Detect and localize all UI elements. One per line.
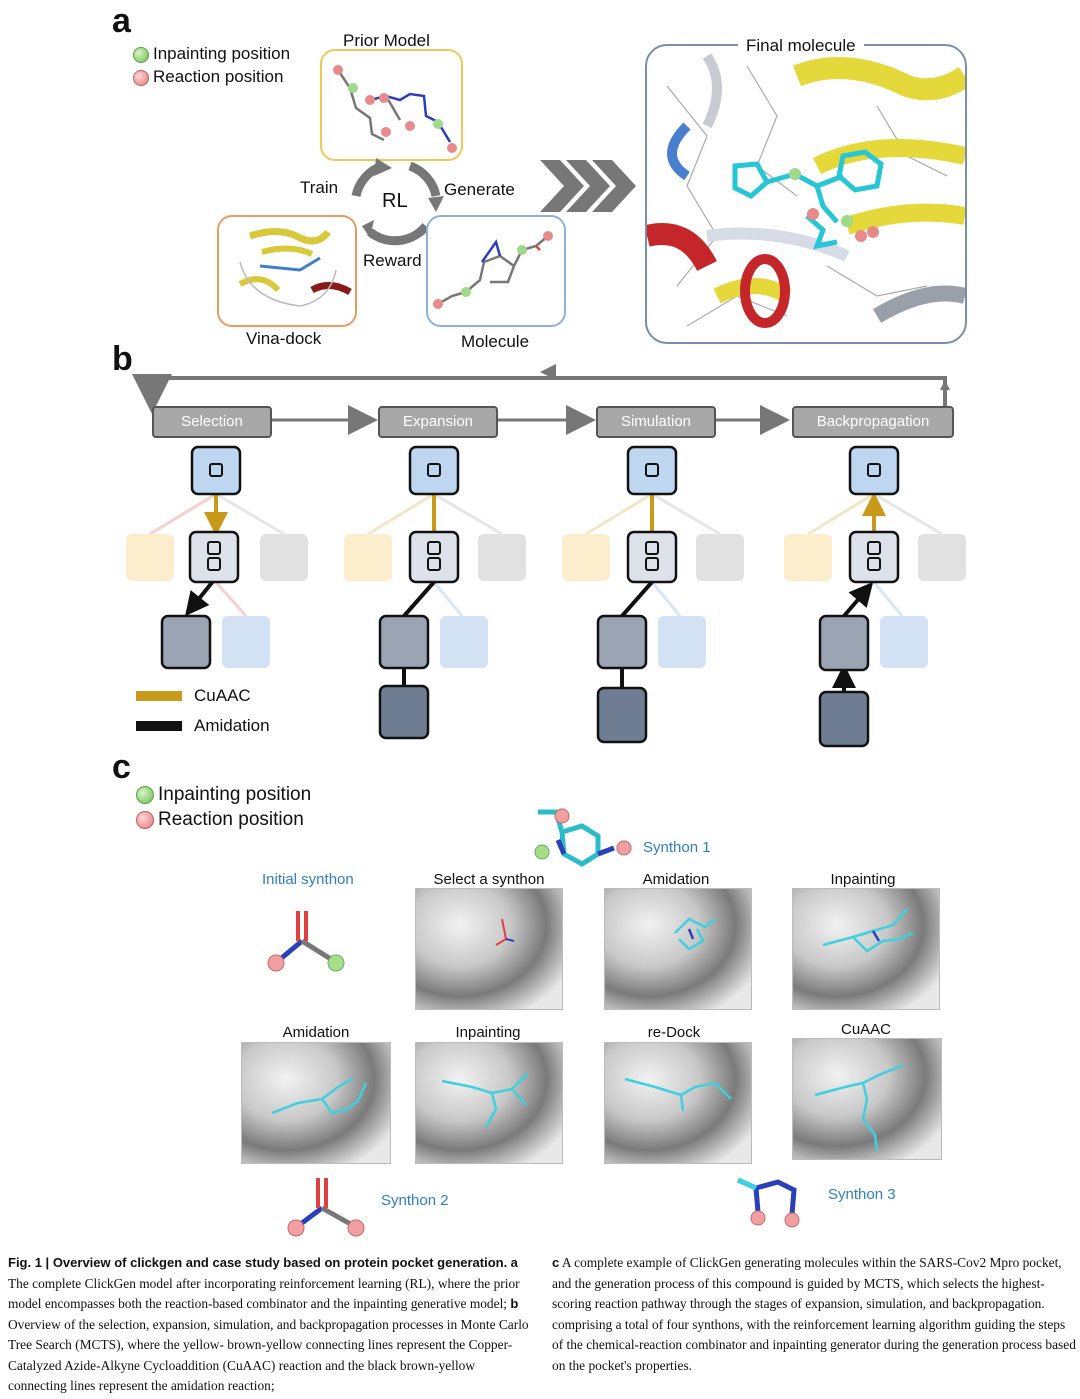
final-molecule-render: [647, 53, 965, 328]
stage-simulation: Simulation: [596, 406, 716, 438]
vina-dock-box: [217, 215, 357, 327]
initial-synthon-label: Initial synthon: [262, 871, 354, 888]
green-dot-icon: [136, 785, 154, 804]
mcts-diagram: [126, 364, 966, 748]
red-dot-icon: [133, 69, 149, 86]
synthon2-molecule-icon: [287, 1178, 365, 1237]
step-inpainting-2-label: Inpainting: [455, 1024, 521, 1041]
final-molecule-box: [645, 44, 967, 344]
legend-inpainting-label: Inpainting position: [153, 44, 291, 63]
panel-a-diagram: [217, 49, 636, 327]
synthon1-molecule-icon: [534, 808, 632, 867]
legend-amidation: Amidation: [194, 716, 270, 735]
step-cuaac-label: CuAAC: [840, 1021, 892, 1038]
synthon3-molecule-icon: [736, 1177, 800, 1228]
legend-reaction-label: Reaction position: [153, 67, 284, 86]
pocket-image-select: [415, 888, 563, 1010]
panel-b-letter: b: [112, 340, 133, 378]
molecule-box: [426, 215, 566, 327]
c-legend-reaction-label: Reaction position: [158, 809, 304, 830]
train-label: Train: [300, 178, 339, 197]
generate-label: Generate: [444, 180, 515, 199]
pocket-image-inpainting-1: [792, 888, 940, 1010]
stage-selection: Selection: [152, 406, 272, 438]
stage-backpropagation: Backpropagation: [792, 406, 954, 438]
protein-ribbon-icon: [238, 228, 352, 307]
final-molecule-title: Final molecule: [738, 36, 864, 56]
tree-selection: [126, 445, 308, 670]
caption-c-text: A complete example of ClickGen generatin…: [552, 1255, 1076, 1373]
rl-label: RL: [382, 190, 408, 212]
c-legend-inpainting: Inpainting position: [136, 784, 311, 806]
caption-a-label: a: [510, 1255, 518, 1270]
tree-simulation: [562, 445, 744, 744]
step-select-synthon-label: Select a synthon: [433, 871, 545, 888]
panel-a-letter: a: [112, 2, 131, 40]
legend-cuaac: CuAAC: [194, 686, 251, 705]
green-dot-icon: [133, 46, 149, 63]
step-amidation-2-label: Amidation: [282, 1024, 350, 1041]
pocket-image-cuaac: [792, 1038, 942, 1160]
c-legend-reaction: Reaction position: [136, 809, 304, 831]
vina-dock-label: Vina-dock: [246, 329, 322, 348]
chevron-arrows-icon: [540, 160, 636, 212]
tree-expansion: [344, 445, 526, 740]
stage-expansion: Expansion: [378, 406, 498, 438]
caption-right: c A complete example of ClickGen generat…: [552, 1253, 1076, 1376]
caption-b-text: Overview of the selection, expansion, si…: [8, 1316, 529, 1394]
caption-title: Overview of clickgen and case study base…: [52, 1255, 508, 1270]
caption-b-label: b: [510, 1296, 519, 1311]
pocket-image-inpainting-2: [415, 1042, 563, 1164]
pocket-image-amidation-1: [604, 888, 752, 1010]
synthon3-label: Synthon 3: [828, 1186, 896, 1203]
pocket-image-redock: [604, 1042, 752, 1164]
molecule-label: Molecule: [461, 332, 530, 351]
step-redock-label: re-Dock: [647, 1024, 701, 1041]
caption-c-label: c: [552, 1255, 560, 1270]
tree-backpropagation: [784, 445, 966, 748]
reward-label: Reward: [363, 251, 422, 270]
caption-left: Fig. 1 | Overview of clickgen and case s…: [8, 1253, 529, 1397]
synthon1-label: Synthon 1: [643, 839, 711, 856]
step-inpainting-1-label: Inpainting: [830, 871, 896, 888]
prior-model-title: Prior Model: [343, 31, 430, 50]
caption-fig-label: Fig. 1 |: [8, 1255, 53, 1270]
initial-synthon-molecule-icon: [267, 911, 345, 972]
synthon2-label: Synthon 2: [381, 1192, 449, 1209]
red-dot-icon: [136, 810, 154, 829]
caption-a-text: The complete ClickGen model after incorp…: [8, 1275, 520, 1312]
molecule-icon: [437, 235, 549, 306]
legend-reaction: Reaction position: [133, 67, 283, 87]
c-legend-inpainting-label: Inpainting position: [158, 784, 312, 805]
legend-inpainting: Inpainting position: [133, 44, 290, 64]
step-amidation-1-label: Amidation: [642, 871, 710, 888]
panel-c-letter: c: [112, 748, 131, 786]
pocket-image-amidation-2: [241, 1042, 391, 1164]
